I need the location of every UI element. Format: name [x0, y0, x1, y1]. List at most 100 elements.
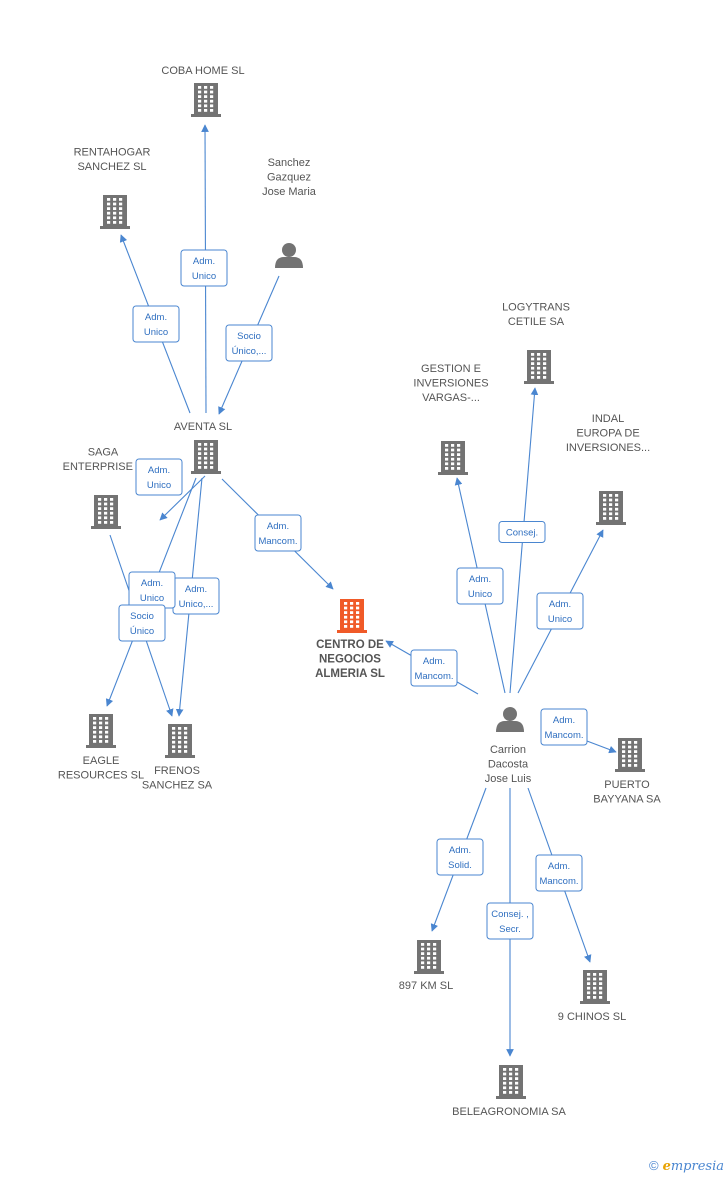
edge-label-text: Consej.	[506, 528, 538, 539]
node-aventa[interactable]: AVENTA SL	[174, 421, 232, 474]
edge-label-text: Unico	[192, 271, 216, 282]
node-label-centro: ALMERIA SL	[315, 668, 385, 680]
node-label-belea: BELEAGRONOMIA SA	[452, 1106, 566, 1118]
edge-label-text: Único,...	[232, 346, 267, 357]
frenos-building-icon	[165, 724, 195, 758]
edge-label-text: Unico	[468, 589, 492, 600]
node-coba[interactable]: COBA HOME SL	[161, 65, 245, 117]
edge-label-text: Socio	[237, 331, 261, 342]
edge-label-aventa-rentahogar[interactable]: Adm. Unico	[132, 305, 180, 343]
eagle-building-icon	[86, 714, 116, 748]
brand-initial: e	[662, 1159, 671, 1174]
node-label-logytrans: LOGYTRANS	[502, 302, 570, 314]
edge-label-carrion-indal[interactable]: Adm. Unico	[536, 592, 584, 630]
rentahogar-building-icon	[100, 195, 130, 229]
node-rentahogar[interactable]: RENTAHOGAR SANCHEZ SL	[74, 147, 151, 230]
node-label-saga: SAGA	[88, 447, 119, 459]
edge-label-aventa-coba[interactable]: Adm. Unico	[180, 249, 228, 287]
node-label-eagle: RESOURCES SL	[58, 770, 144, 782]
edge-label-carrion-gestion[interactable]: Adm. Unico	[456, 567, 504, 605]
node-gestion[interactable]: GESTION E INVERSIONES VARGAS-...	[413, 363, 489, 475]
node-label-gestion: GESTION E	[421, 363, 481, 375]
edge-label-aventa-saga[interactable]: Adm.Unico	[135, 458, 183, 496]
coba-building-icon	[191, 83, 221, 117]
node-belea[interactable]: BELEAGRONOMIA SA	[452, 1065, 567, 1118]
gestion-building-icon	[438, 441, 468, 475]
edge-label-carrion-centro[interactable]: Adm.Mancom.	[410, 649, 458, 687]
edge-label-text: Adm.	[193, 256, 215, 267]
edge-label-text: Unico	[548, 614, 572, 625]
footer-brand: ©empresia	[649, 1158, 724, 1174]
edge-label-box	[486, 902, 534, 940]
edge-label-box	[535, 854, 583, 892]
edge-label-carrion-puerto[interactable]: Adm.Mancom.	[540, 708, 588, 746]
node-label-gestion: INVERSIONES	[413, 378, 488, 390]
node-label-rentahogar: RENTAHOGAR	[74, 147, 151, 159]
edge-label-carrion-belea[interactable]: Consej. ,Secr.	[486, 902, 534, 940]
edge-label-carrion-km897[interactable]: Adm. Solid.	[436, 838, 484, 876]
edge-label-text: Unico	[140, 593, 164, 604]
indal-building-icon	[596, 491, 626, 525]
edge-label-box	[254, 514, 302, 552]
node-label-puerto: PUERTO	[604, 779, 650, 791]
edge-label-aventa-frenos[interactable]: Adm.Unico,...	[172, 577, 220, 615]
edge-label-text: Adm.	[469, 574, 491, 585]
edge-label-aventa-centro[interactable]: Adm.Mancom.	[254, 514, 302, 552]
edge-label-text: Adm.	[145, 312, 167, 323]
belea-building-icon	[496, 1065, 526, 1099]
edge-label-text: Adm.	[449, 845, 471, 856]
edge-label-sanchez-aventa[interactable]: SocioÚnico,...	[225, 324, 273, 362]
aventa-building-icon	[191, 440, 221, 474]
node-label-rentahogar: SANCHEZ SL	[77, 161, 146, 173]
edge-label-aventa-eagle[interactable]: Adm. Unico	[128, 571, 176, 609]
node-label-aventa: AVENTA SL	[174, 421, 232, 433]
node-label-chinos: 9 CHINOS SL	[558, 1011, 626, 1023]
edge-label-text: Adm.	[141, 578, 163, 589]
node-label-indal: INDAL	[592, 413, 624, 425]
edge-aventa-saga	[159, 475, 206, 521]
node-label-carrion: Carrion	[490, 744, 526, 756]
edge-label-box	[498, 521, 546, 543]
edge-label-text: Mancom.	[539, 876, 578, 887]
edge-label-box	[456, 567, 504, 605]
node-label-sanchez: Gazquez	[267, 172, 311, 184]
node-label-sanchez: Jose Maria	[262, 186, 317, 198]
edge-label-carrion-logytrans[interactable]: Consej.	[498, 521, 546, 543]
node-chinos[interactable]: 9 CHINOS SL	[558, 970, 626, 1023]
edge-label-box	[410, 649, 458, 687]
edge-label-box	[436, 838, 484, 876]
edge-label-box	[132, 305, 180, 343]
edge-label-text: Adm.	[549, 599, 571, 610]
puerto-building-icon	[615, 738, 645, 772]
edge-label-box	[135, 458, 183, 496]
node-label-frenos: SANCHEZ SA	[142, 780, 213, 792]
edge-label-box	[536, 592, 584, 630]
chinos-building-icon	[580, 970, 610, 1004]
sanchez-person-icon	[275, 243, 303, 268]
edge-label-text: Solid.	[448, 860, 472, 871]
edge-label-text: Unico	[144, 327, 168, 338]
edge-label-text: Secr.	[499, 924, 521, 935]
node-label-gestion: VARGAS-...	[422, 392, 480, 404]
km897-building-icon	[414, 940, 444, 974]
node-label-coba: COBA HOME SL	[161, 65, 244, 77]
edge-label-text: Adm.	[548, 861, 570, 872]
node-label-km897: 897 KM SL	[399, 980, 453, 992]
saga-building-icon	[91, 495, 121, 529]
node-km897[interactable]: 897 KM SL	[399, 940, 453, 992]
edge-label-carrion-chinos[interactable]: Adm. Mancom.	[535, 854, 583, 892]
carrion-person-icon	[496, 707, 524, 732]
